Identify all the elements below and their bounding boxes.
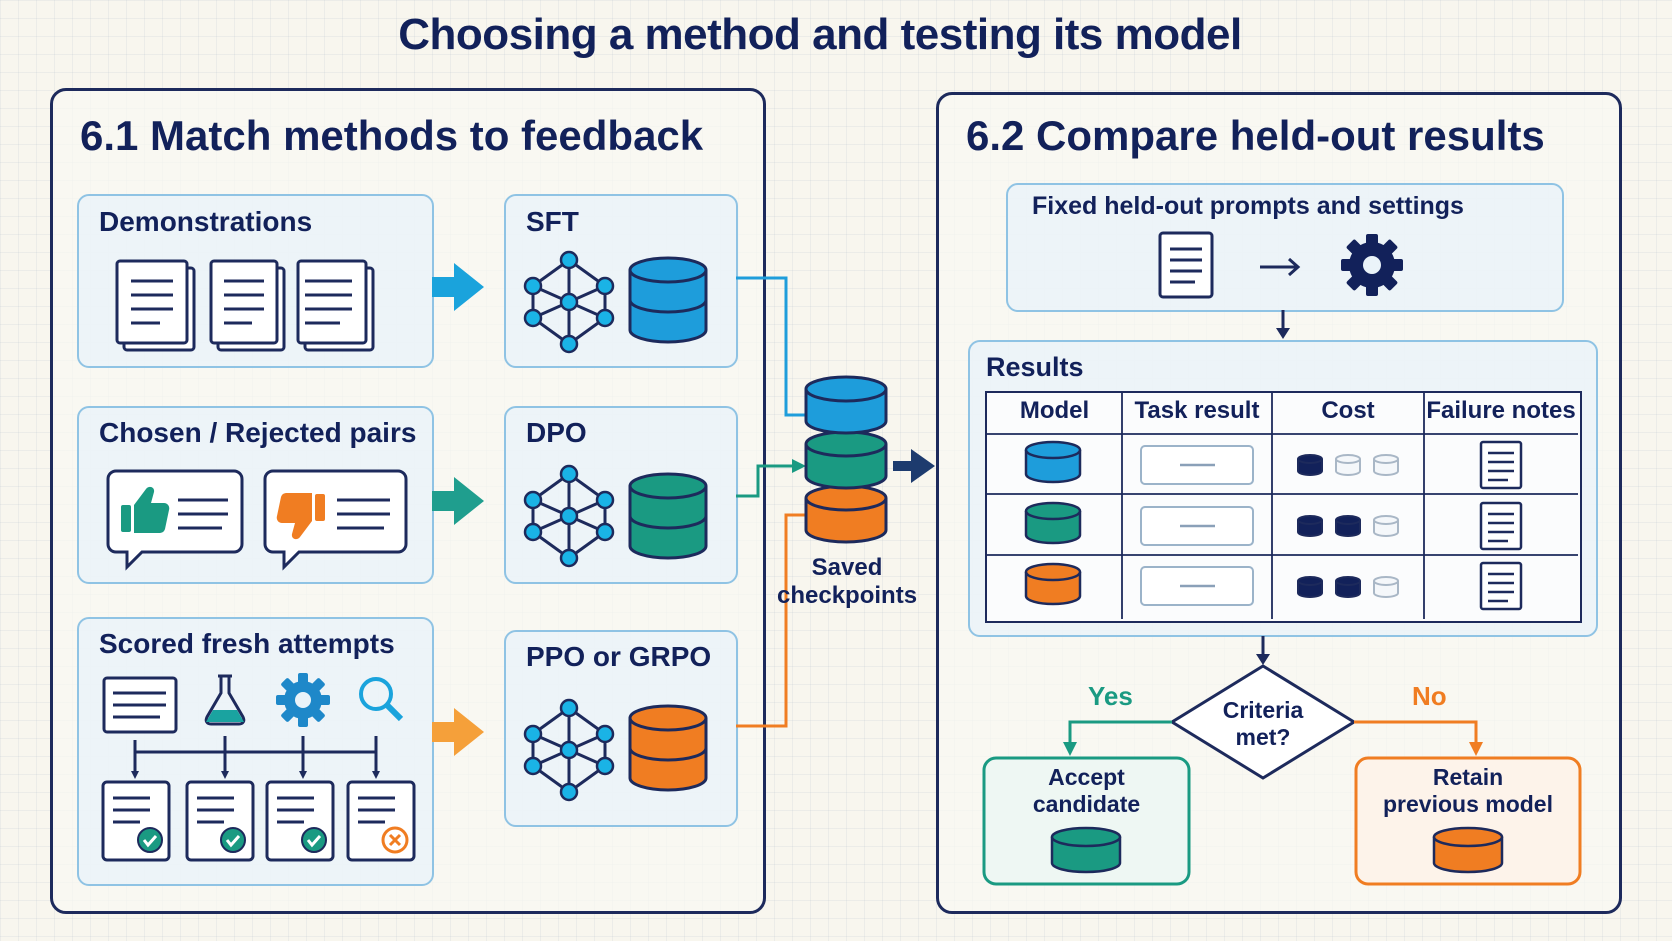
failure-notes-icon	[1479, 440, 1523, 490]
database-icon	[628, 704, 708, 792]
decision-question-line2: met?	[1235, 724, 1291, 750]
arrow-demonstrations-to-sft	[432, 263, 484, 311]
method-label-ppo-grpo: PPO or GRPO	[526, 641, 712, 672]
database-icon	[1024, 562, 1082, 606]
failure-notes-icon	[1479, 561, 1523, 611]
cost-icons	[1297, 576, 1399, 598]
decision-diamond	[1169, 664, 1357, 780]
method-label-sft: SFT	[526, 206, 579, 237]
cost-icons	[1297, 515, 1399, 537]
right-arrow-icon	[1260, 257, 1301, 277]
scored-card-3	[265, 780, 335, 862]
yes-label: Yes	[1088, 681, 1133, 711]
table-grid	[985, 391, 1578, 619]
table-header-task-result: Task result	[1134, 397, 1260, 424]
table-row	[1024, 501, 1523, 551]
arrow-pairs-to-dpo	[432, 477, 484, 525]
method-label-dpo: DPO	[526, 417, 587, 448]
fixed-prompts-label: Fixed held-out prompts and settings	[1032, 192, 1464, 220]
no-branch-arrow	[1354, 720, 1483, 756]
table-header-failure-notes: Failure notes	[1426, 397, 1576, 424]
table-row	[1024, 440, 1523, 490]
arrow-checkpoints-to-results	[893, 449, 935, 483]
database-icon	[1050, 826, 1122, 874]
table-row	[1024, 561, 1523, 611]
accept-label-line2: candidate	[1032, 791, 1141, 817]
cross-icon	[381, 826, 409, 854]
accept-candidate-box	[982, 756, 1191, 886]
gear-icon	[1341, 234, 1403, 296]
database-icon	[628, 256, 708, 344]
decision-question-line1: Criteria	[1222, 697, 1304, 723]
no-label: No	[1412, 681, 1447, 711]
check-icon	[137, 827, 163, 853]
chosen-bubble	[106, 469, 244, 571]
arrow-fixed-to-results	[1276, 310, 1290, 339]
scored-doc-icon	[102, 676, 178, 734]
prompt-doc-icon	[1158, 231, 1214, 299]
table-header-model: Model	[1019, 397, 1090, 424]
results-label: Results	[986, 352, 1084, 382]
checkpoint-stack	[804, 375, 888, 544]
accept-label-line1: Accept	[1048, 764, 1125, 790]
network-icon	[523, 250, 615, 354]
right-panel-title: 6.2 Compare held-out results	[966, 112, 1545, 159]
thumbs-down-icon	[276, 493, 325, 540]
magnifier-icon	[359, 677, 404, 722]
connector-dpo-to-checkpoint	[736, 459, 806, 498]
document-stack-icon	[115, 259, 375, 352]
failure-notes-icon	[1479, 501, 1523, 551]
database-icon	[628, 472, 708, 560]
cost-icons	[1297, 454, 1399, 476]
checkpoints-label-line2: checkpoints	[777, 582, 918, 609]
scored-card-4	[346, 780, 416, 862]
arrow-results-to-decision	[1256, 636, 1270, 665]
database-icon	[1024, 501, 1082, 545]
scored-card-2	[185, 780, 255, 862]
left-panel-title: 6.1 Match methods to feedback	[80, 112, 704, 159]
thumbs-up-icon	[121, 486, 170, 533]
scored-card-1	[101, 780, 171, 862]
retain-previous-box	[1354, 756, 1582, 886]
rejected-bubble	[263, 469, 408, 571]
gear-icon	[276, 673, 330, 727]
check-icon	[220, 827, 246, 853]
network-icon	[523, 464, 615, 568]
retain-label-line2: previous model	[1383, 791, 1553, 817]
yes-branch-arrow	[1063, 720, 1172, 756]
scored-tree-connector	[131, 736, 380, 779]
connector-ppo-to-checkpoint	[736, 513, 808, 728]
database-icon	[1432, 826, 1504, 874]
page-title: Choosing a method and testing its model	[398, 10, 1242, 59]
connector-sft-to-checkpoint	[736, 276, 808, 417]
checkpoints-label-line1: Saved	[811, 554, 883, 581]
check-icon	[301, 827, 327, 853]
database-icon	[1024, 440, 1082, 484]
arrow-scored-to-ppo	[432, 708, 484, 756]
network-icon	[523, 698, 615, 802]
table-header-cost: Cost	[1321, 397, 1375, 424]
fixed-prompts-box	[1006, 183, 1564, 312]
feedback-label-pairs: Chosen / Rejected pairs	[99, 417, 417, 448]
feedback-label-demonstrations: Demonstrations	[99, 206, 313, 237]
retain-label-line1: Retain	[1432, 764, 1504, 790]
flask-icon	[204, 674, 246, 726]
feedback-label-scored: Scored fresh attempts	[99, 628, 395, 659]
